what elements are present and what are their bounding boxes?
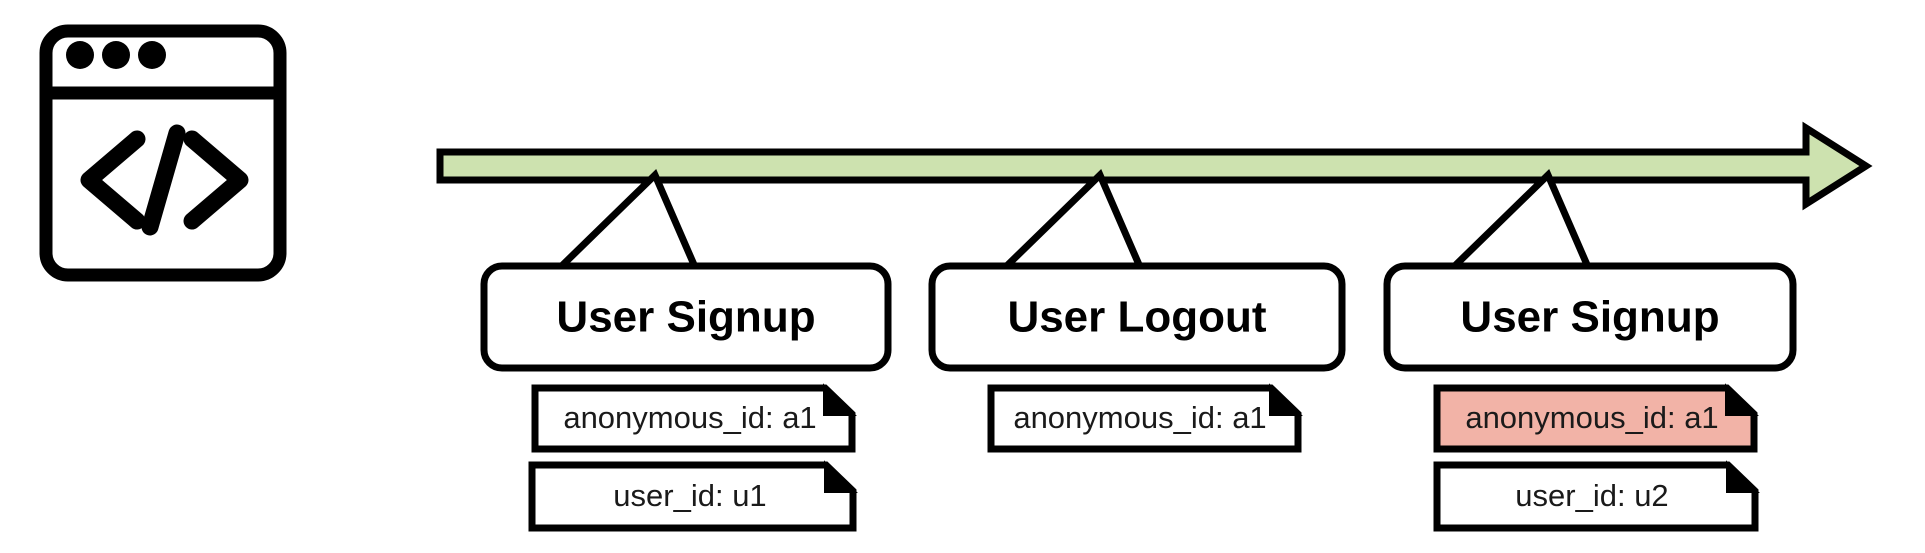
- event-3-property-0[interactable]: anonymous_id: a1: [1433, 383, 1759, 453]
- event-1-property-1[interactable]: user_id: u1: [528, 460, 858, 532]
- note-text-event1-anonymous-id: anonymous_id: a1: [563, 400, 816, 435]
- window-frame: [39, 24, 287, 282]
- window-dot-2-icon: [102, 41, 130, 69]
- event-box-3[interactable]: [1383, 262, 1797, 372]
- note-box-event3-user-id[interactable]: [1433, 461, 1759, 532]
- code-browser-window-icon: [39, 24, 287, 282]
- note-fold-corner-icon: [823, 383, 857, 416]
- time-arrow-shape: [436, 121, 1873, 211]
- note-box-event1-user-id[interactable]: [528, 461, 857, 532]
- window-dot-1-icon: [66, 41, 94, 69]
- event-box-2[interactable]: [928, 262, 1346, 372]
- event-card-3[interactable]: User Signup anonymous_id: a1 user_id: u2: [1383, 262, 1797, 532]
- note-fold-corner-icon: [1725, 383, 1759, 416]
- time-arrow: [436, 121, 1873, 211]
- note-box-event2-anonymous-id[interactable]: [987, 384, 1302, 453]
- event-3-property-1[interactable]: user_id: u2: [1433, 460, 1760, 532]
- note-fold-corner-icon: [1269, 383, 1303, 416]
- note-text-event2-anonymous-id: anonymous_id: a1: [1013, 400, 1266, 435]
- note-box-event1-anonymous-id[interactable]: [531, 384, 856, 453]
- note-text-event1-user-id: user_id: u1: [613, 478, 766, 513]
- event-box-1[interactable]: [480, 262, 892, 372]
- code-angle-right-icon: [183, 130, 249, 230]
- code-angle-left-icon: [80, 130, 146, 230]
- event-label-1: User Signup: [556, 293, 815, 342]
- note-box-event3-anonymous-id-highlighted[interactable]: [1433, 384, 1758, 453]
- event-label-3: User Signup: [1460, 293, 1719, 342]
- window-dot-3-icon: [138, 41, 166, 69]
- note-fold-corner-icon: [824, 460, 858, 493]
- event-label-2: User Logout: [1007, 293, 1266, 342]
- event-card-2[interactable]: User Logout anonymous_id: a1: [928, 262, 1346, 453]
- note-fold-corner-icon: [1726, 460, 1760, 493]
- event-1-property-0[interactable]: anonymous_id: a1: [531, 383, 857, 453]
- code-slash-icon: [141, 124, 186, 236]
- event-card-1[interactable]: User Signup anonymous_id: a1 user_id: u1: [480, 262, 892, 532]
- note-text-event3-anonymous-id: anonymous_id: a1: [1465, 400, 1718, 435]
- event-2-property-0[interactable]: anonymous_id: a1: [987, 383, 1303, 453]
- note-text-event3-user-id: user_id: u2: [1515, 478, 1668, 513]
